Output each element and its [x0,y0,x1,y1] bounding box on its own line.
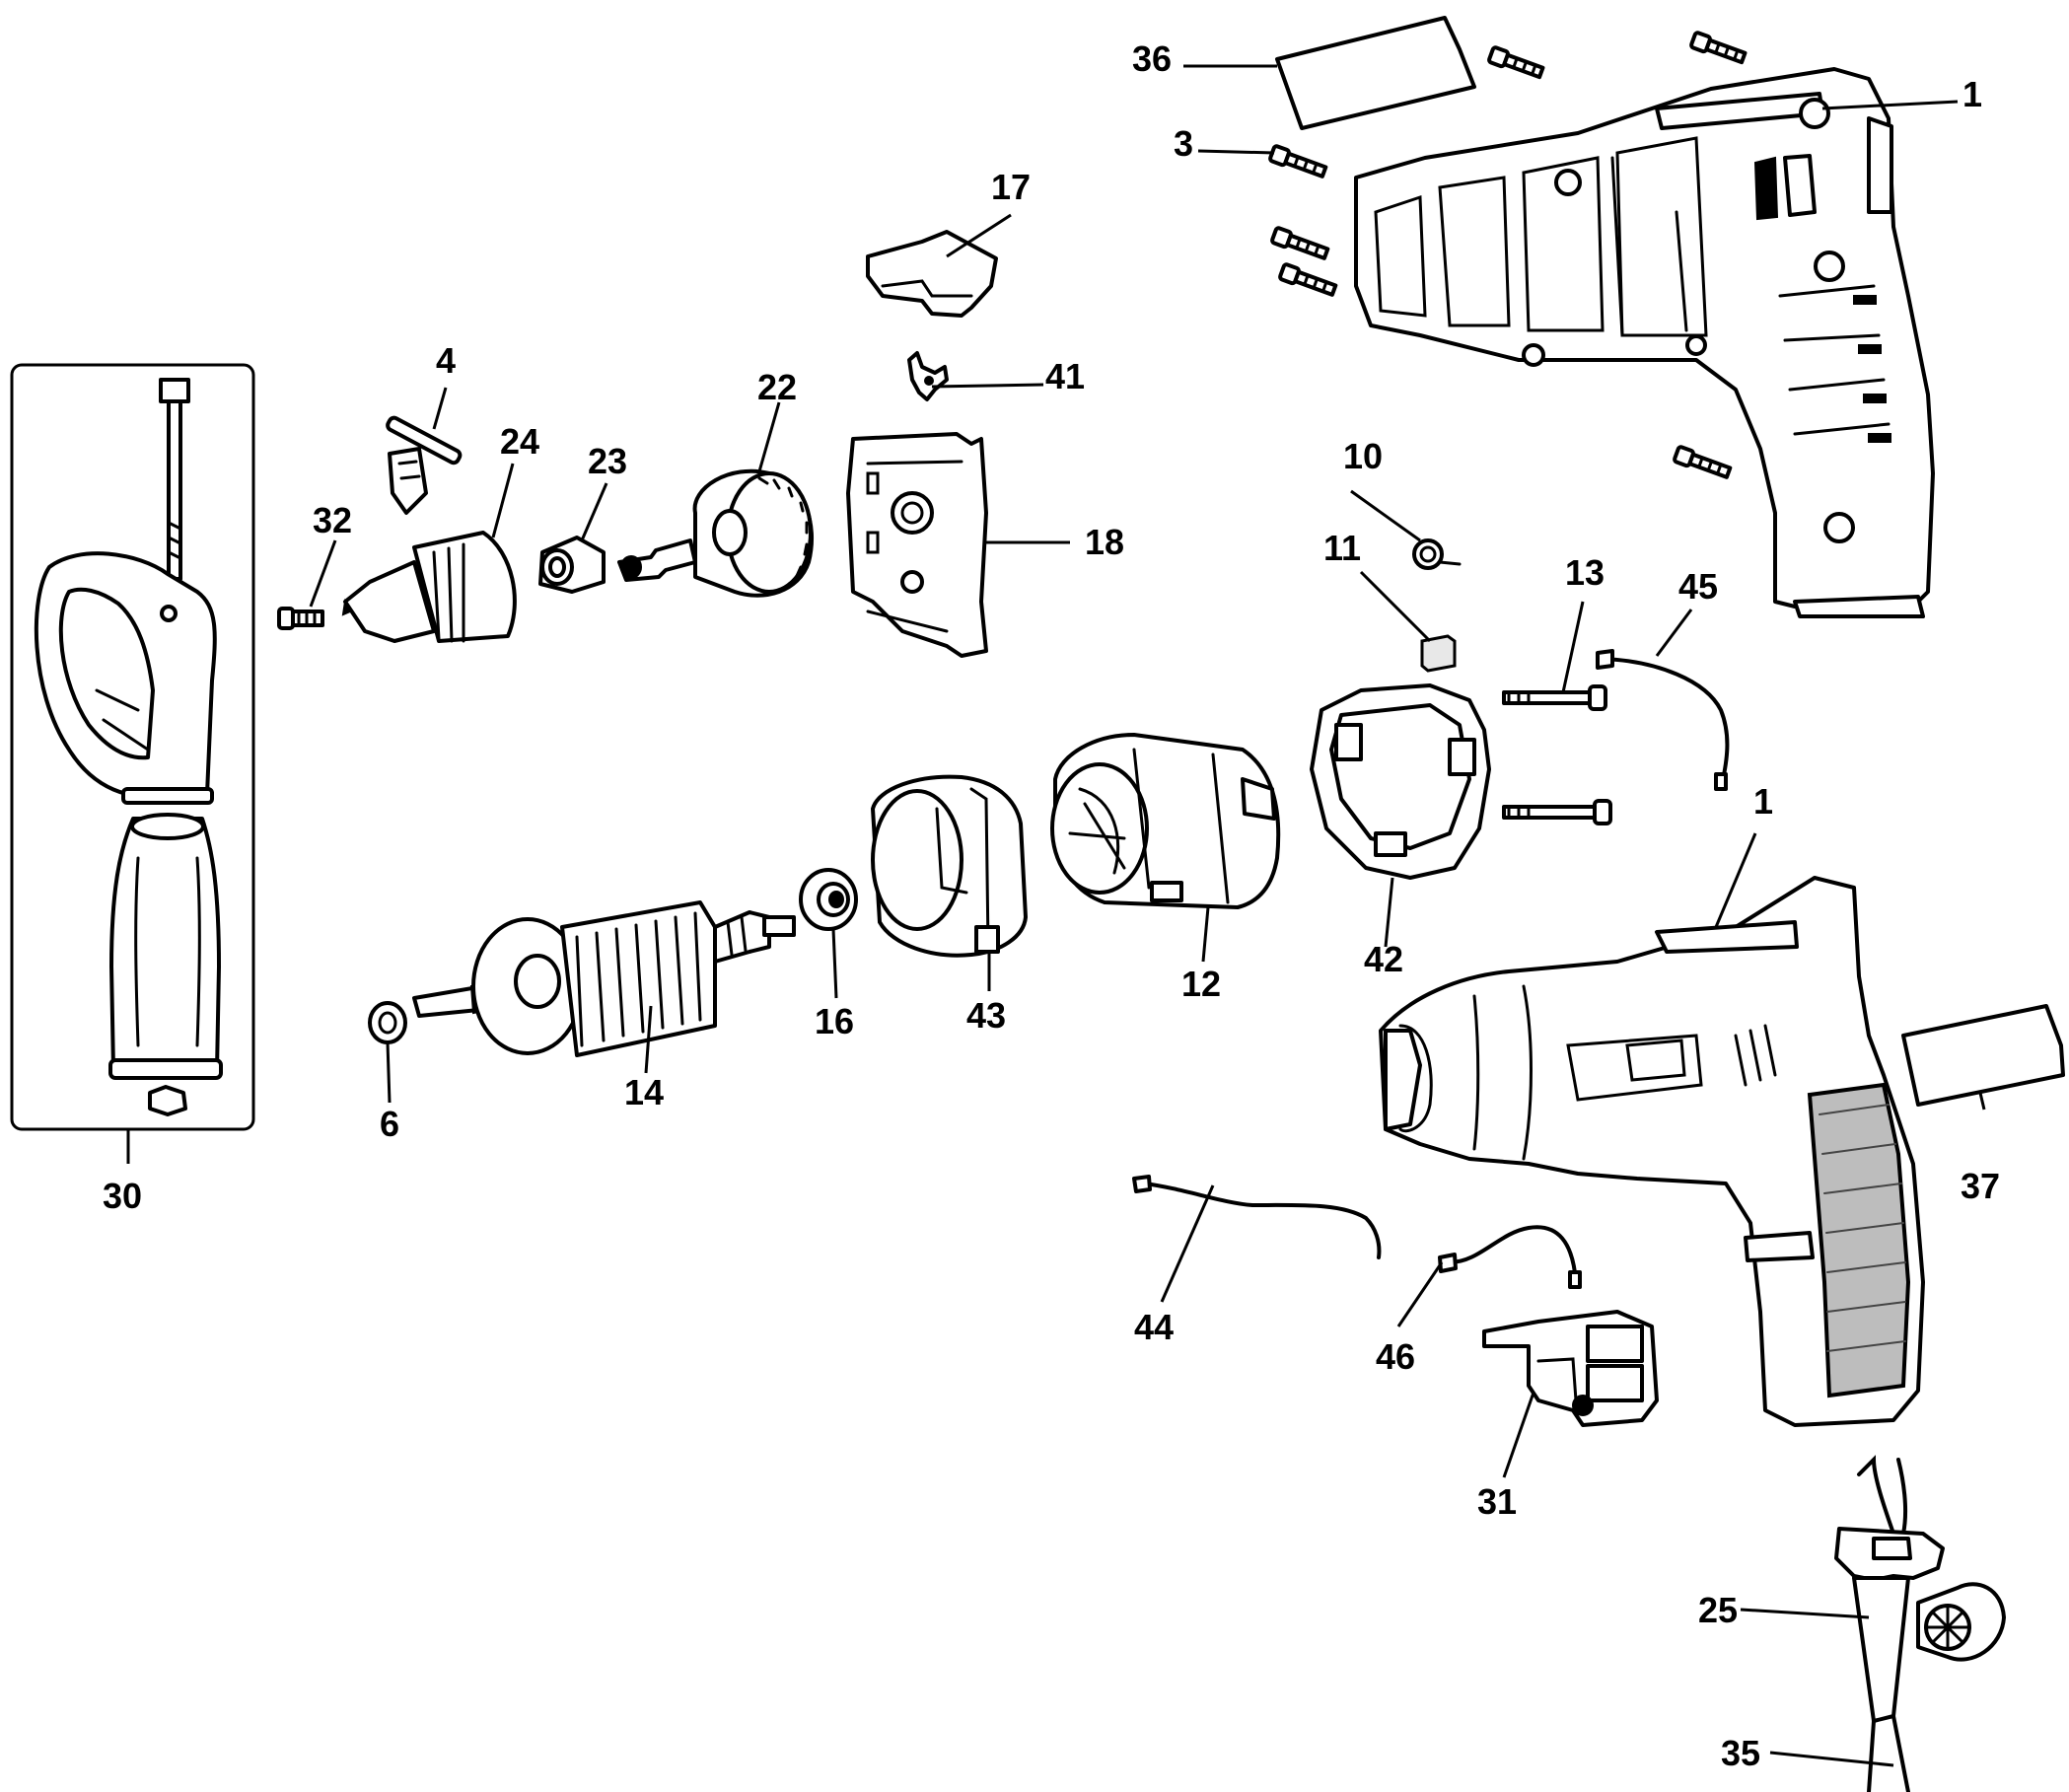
callout-37: 37 [1961,1166,2000,1206]
callout-17: 17 [991,167,1031,207]
bearing-16 [799,868,858,931]
drill-chuck-24 [341,531,517,643]
trigger-switch-31 [1482,1310,1659,1427]
spindle-gear-22 [617,468,815,598]
power-cord-35 [1867,1714,1910,1792]
callout-1-top: 1 [1962,74,1982,114]
callout-31: 31 [1477,1481,1517,1522]
callout-22: 22 [757,367,797,407]
brush-spring-10 [1412,538,1462,570]
spindle-collar-23 [538,536,606,594]
callout-32: 32 [313,500,352,540]
housing-half-1-top [1354,67,1935,618]
callout-10: 10 [1343,436,1383,476]
label-plate-36 [1275,16,1476,130]
chuck-key-4 [386,415,463,515]
callout-41: 41 [1045,356,1085,396]
lead-wire-44 [1132,1175,1382,1259]
callout-23: 23 [588,441,627,481]
callout-13: 13 [1565,552,1605,593]
callout-1-bottom: 1 [1753,781,1773,822]
spring-bracket-41 [907,351,949,401]
callout-35: 35 [1721,1733,1760,1773]
callout-4: 4 [436,340,456,381]
lead-wire-45 [1596,649,1730,791]
callout-16: 16 [815,1001,854,1041]
brush-holder-42 [1310,683,1491,880]
carbon-brush-11 [1420,634,1457,673]
callout-18: 18 [1085,522,1124,562]
fan-baffle-43 [871,774,1028,958]
housing-half-1-bottom [1379,876,1925,1427]
callout-14: 14 [624,1072,664,1112]
chuck-screw-32 [277,607,324,630]
callout-3: 3 [1174,123,1193,164]
lead-wire-46 [1438,1225,1582,1289]
label-plate-37 [1901,1004,2065,1107]
cord-protector-25 [1834,1455,2006,1723]
callout-11: 11 [1323,528,1361,568]
leader-lines [126,64,1986,1767]
gear-case-18 [846,432,988,658]
callout-12: 12 [1181,964,1221,1004]
callout-46: 46 [1376,1336,1415,1377]
callout-44: 44 [1134,1307,1174,1347]
field-stator-12 [1050,733,1281,909]
switch-clip-17 [866,230,998,318]
callout-24: 24 [500,421,539,462]
callout-25: 25 [1698,1590,1738,1630]
callout-42: 42 [1364,939,1403,979]
side-handle-kit-30 [10,363,255,1131]
callout-43: 43 [966,995,1006,1036]
callout-labels: 36 1 3 17 41 22 4 24 23 32 18 10 11 13 4… [103,38,2000,1773]
callout-6: 6 [380,1104,399,1144]
callout-36: 36 [1132,38,1172,79]
washer-6 [368,1001,407,1044]
stator-screws-13 [1502,684,1612,825]
housing-screws-3 [1268,31,1748,479]
callout-30: 30 [103,1176,142,1216]
armature-14 [412,900,796,1057]
callout-45: 45 [1678,566,1718,607]
